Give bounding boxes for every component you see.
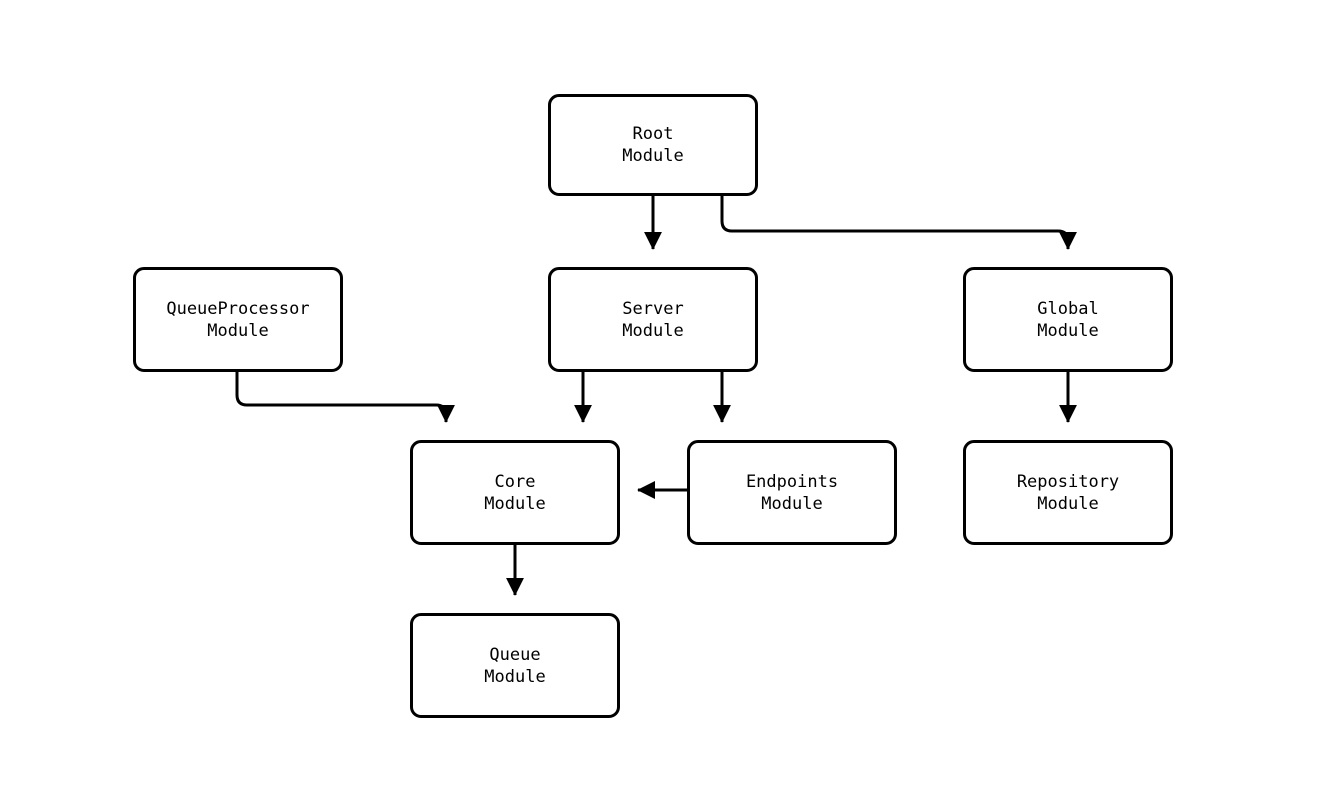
node-global-module[interactable]: Global Module	[963, 267, 1173, 372]
node-root-module[interactable]: Root Module	[548, 94, 758, 196]
node-label-queueprocessor-module: QueueProcessor Module	[166, 298, 310, 341]
node-label-global-module: Global Module	[1037, 298, 1099, 341]
node-queueprocessor-module[interactable]: QueueProcessor Module	[133, 267, 343, 372]
node-label-core-module: Core Module	[484, 471, 546, 514]
node-label-server-module: Server Module	[622, 298, 684, 341]
node-label-root-module: Root Module	[622, 124, 684, 166]
edge-root-global	[720, 196, 1077, 250]
node-queue-module[interactable]: Queue Module	[410, 613, 620, 718]
node-label-repository-module: Repository Module	[1016, 471, 1120, 514]
node-repository-module[interactable]: Repository Module	[963, 440, 1173, 545]
node-core-module[interactable]: Core Module	[410, 440, 620, 545]
node-endpoints-module[interactable]: Endpoints Module	[687, 440, 897, 545]
node-server-module[interactable]: Server Module	[548, 267, 758, 372]
node-label-endpoints-module: Endpoints Module	[745, 471, 839, 514]
node-label-queue-module: Queue Module	[484, 644, 546, 687]
edge-queueprocessor-core	[235, 372, 455, 423]
